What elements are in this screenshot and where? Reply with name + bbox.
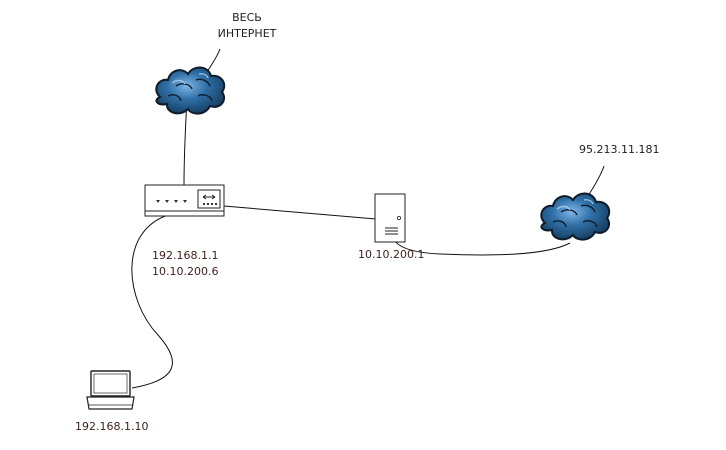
laptop-icon bbox=[86, 370, 135, 410]
router-icon bbox=[144, 184, 225, 217]
internet-cloud-icon bbox=[155, 66, 226, 115]
router-ip-label-wan: 10.10.200.6 bbox=[152, 265, 219, 278]
server-ip-label: 10.10.200.1 bbox=[358, 248, 425, 261]
router-ip-label-lan: 192.168.1.1 bbox=[152, 249, 219, 262]
internet-label-line2: ИНТЕРНЕТ bbox=[217, 27, 277, 40]
link-router-server bbox=[223, 205, 391, 229]
laptop-ip-label: 192.168.1.10 bbox=[75, 420, 149, 433]
internet-label-line1: ВЕСЬ bbox=[232, 11, 262, 24]
link-internet-label bbox=[206, 48, 221, 73]
remote-cloud-icon bbox=[540, 192, 611, 241]
link-remote-cloud-ip bbox=[587, 165, 605, 197]
server-icon bbox=[374, 193, 406, 243]
remote-cloud-ip-label: 95.213.11.181 bbox=[579, 143, 660, 156]
link-router-laptop bbox=[131, 214, 173, 389]
